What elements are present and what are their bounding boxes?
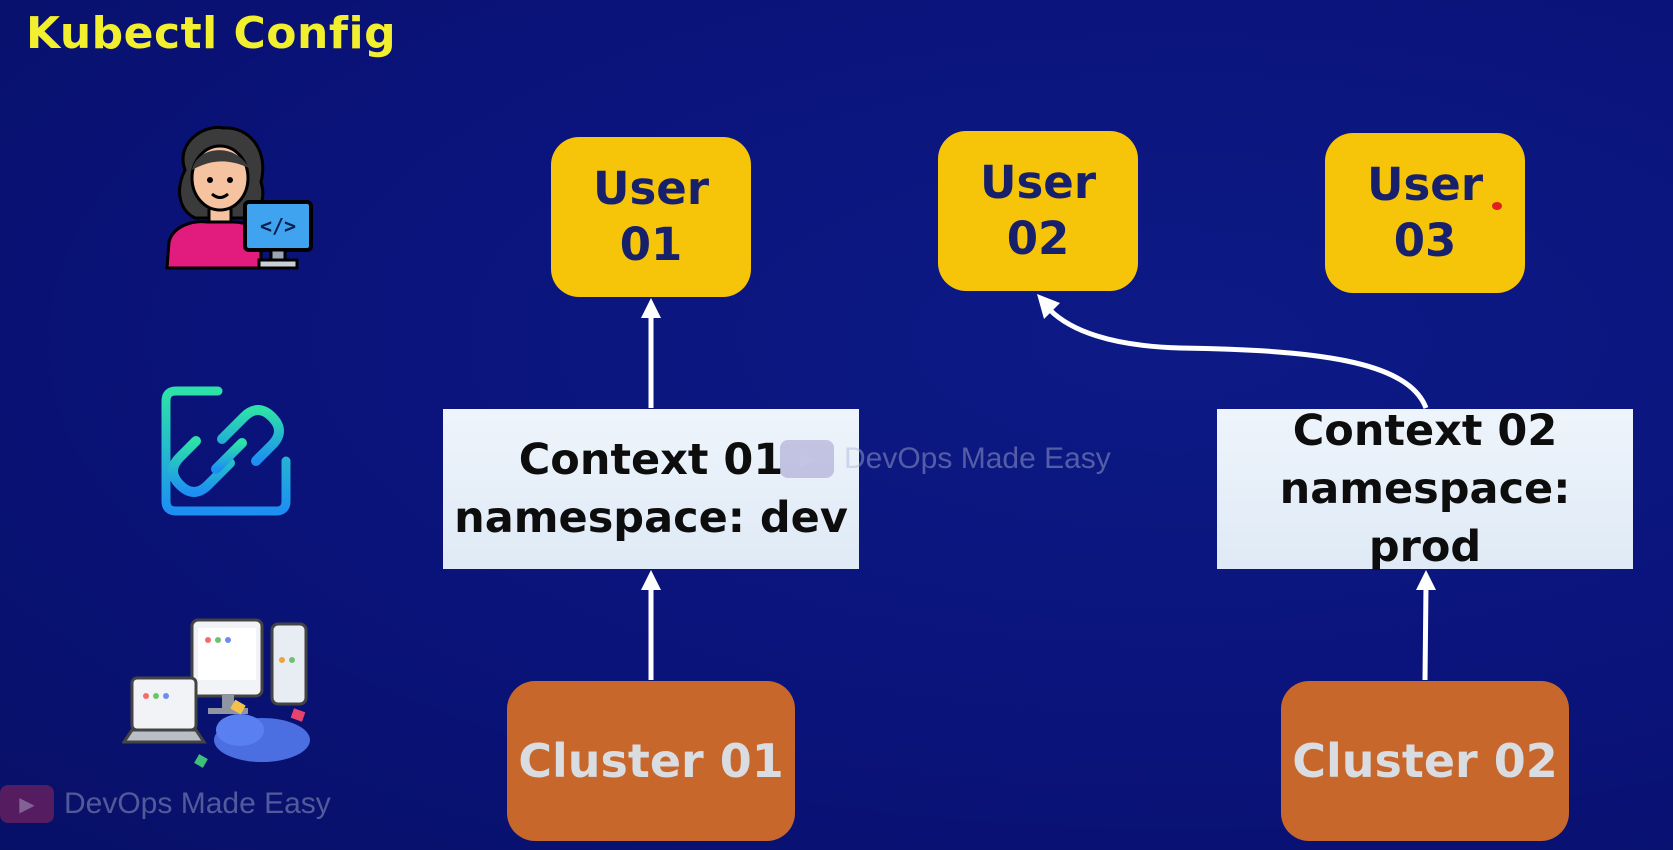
arrowhead-context01 bbox=[641, 570, 661, 590]
watermark-center: ▶ DevOps Made Easy bbox=[780, 440, 1111, 478]
play-icon: ▶ bbox=[780, 440, 834, 478]
svg-text:</>: </> bbox=[260, 214, 296, 238]
watermark-text-corner: DevOps Made Easy bbox=[64, 787, 331, 820]
watermark-text-center: DevOps Made Easy bbox=[844, 442, 1111, 475]
cluster-02-label: Cluster 02 bbox=[1292, 734, 1558, 788]
page-title: Kubectl Config bbox=[26, 8, 397, 59]
user-03-number: 03 bbox=[1393, 214, 1457, 267]
arrowhead-user02 bbox=[1037, 294, 1060, 319]
user-01-number: 01 bbox=[619, 218, 683, 271]
user-02-number: 02 bbox=[1006, 212, 1070, 265]
user-01-box: User 01 bbox=[551, 137, 751, 297]
developer-icon: </> bbox=[165, 125, 313, 270]
user-02-label: User bbox=[979, 156, 1097, 209]
user-03-label: User bbox=[1366, 158, 1484, 211]
context-01-namespace: namespace: dev bbox=[454, 493, 848, 543]
user-03-box: User 03 bbox=[1325, 133, 1525, 293]
arrow-context02-to-user02 bbox=[1048, 308, 1429, 409]
cluster-01-box: Cluster 01 bbox=[507, 681, 795, 841]
arrow-cluster02-to-context02 bbox=[1422, 585, 1429, 681]
context-02-name: Context 02 bbox=[1292, 406, 1558, 456]
context-01-name: Context 01 bbox=[518, 435, 784, 485]
cluster-02-box: Cluster 02 bbox=[1281, 681, 1569, 841]
cluster-01-label: Cluster 01 bbox=[518, 734, 784, 788]
arrowhead-user01 bbox=[641, 298, 661, 318]
link-icon bbox=[161, 386, 291, 516]
context-01-box: Context 01 namespace: dev bbox=[443, 409, 859, 569]
user-01-label: User bbox=[592, 162, 710, 215]
context-02-box: Context 02 namespace: prod bbox=[1217, 406, 1633, 572]
watermark-corner: ▶ DevOps Made Easy bbox=[0, 785, 331, 823]
arrowhead-context02 bbox=[1416, 570, 1436, 590]
play-icon: ▶ bbox=[0, 785, 54, 823]
user-02-box: User 02 bbox=[938, 131, 1138, 291]
devices-icon bbox=[122, 618, 310, 768]
context-02-namespace: namespace: prod bbox=[1279, 464, 1571, 572]
cursor-pointer bbox=[1492, 202, 1502, 210]
